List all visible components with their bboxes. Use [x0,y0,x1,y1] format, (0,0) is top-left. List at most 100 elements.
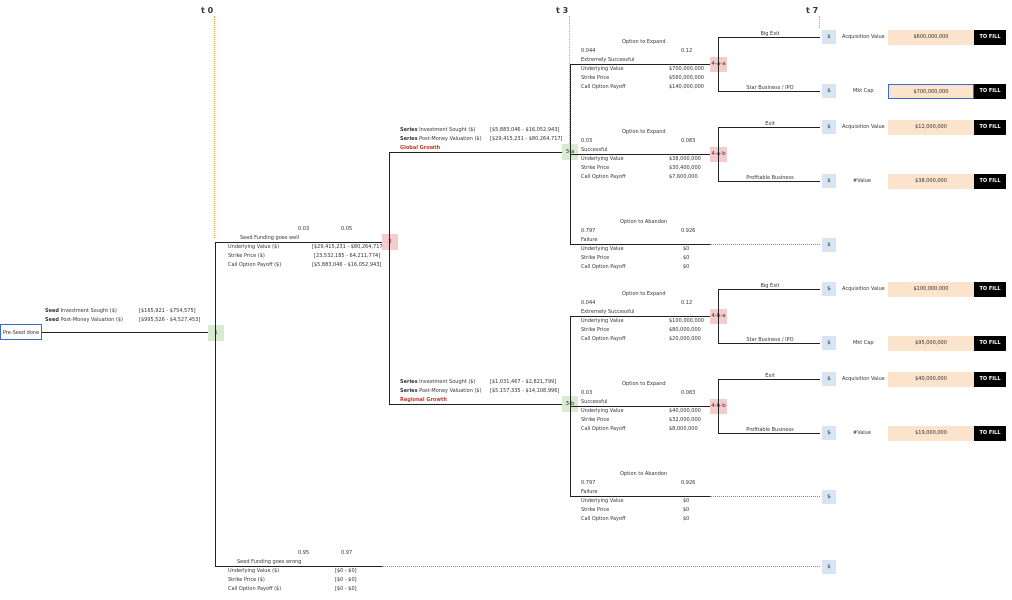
regional-branch-1-r2-value: $80,000,000 [669,327,701,333]
global-branch-3-r3-label: Call Option Payoff [581,264,626,270]
global-branch-2-r3-value: $7,600,000 [669,174,698,180]
regional-branch-2-upper-branch-label: Exit [765,373,775,379]
seed-good-branch-line [215,242,382,243]
regional-branch-3-r2-value: $0 [683,507,690,513]
global-branch-2-lower-line [718,181,820,182]
global-branch-2-upper-terminal[interactable]: $ [822,120,836,134]
global-branch-3-r2-label: Strike Price [581,255,610,261]
global-branch-1-r3-value: $140,000,000 [669,84,704,90]
regional-branch-1-upper-value-label: Acquisition Value [842,286,885,292]
global-branch-1-line [570,64,710,65]
t7-marker-line [819,16,820,28]
header-t7: t 7 [806,6,819,15]
global-branch-3-line [570,244,710,245]
global-branch-2-upper-line [718,127,820,128]
global-branch-1-r2-value: $560,000,000 [669,75,704,81]
regional-branch-1-prob-2: 0.12 [681,300,693,306]
global-branch-1-lower-to-fill[interactable]: TO FILL [974,84,1006,99]
seed-good-prob-2: 0.05 [341,226,353,232]
regional-branch-1-upper-to-fill[interactable]: TO FILL [974,282,1006,297]
regional-branch-2-upper-line [718,379,820,380]
global-branch-3-prob-2: 0.926 [681,228,696,234]
global-branch-2-lower-terminal[interactable]: $ [822,174,836,188]
regional-branch-1-r2-label: Strike Price [581,327,610,333]
global-branch-1-lower-value-label: Mkt Cap [853,88,874,94]
regional-branch-2-option: Option to Expand [622,381,666,387]
global-branch-1-option: Option to Expand [622,39,666,45]
regional-branch-1-upper-branch-label: Big Exit [760,283,780,289]
regional-branch-3-terminal[interactable]: $ [822,490,836,504]
regional-branch-1-lower-line [718,343,820,344]
regional-branch-1-lower-terminal[interactable]: $ [822,336,836,350]
root-node-pre-seed[interactable]: Pre-Seed done [0,324,42,340]
regional-branch-1-upper-value-box[interactable]: $100,000,000 [888,282,974,297]
global-branch-1-lower-line [718,91,820,92]
global-branch-2-lower-value-label: #Value [853,178,871,184]
t0-marker-line [214,16,215,238]
seed-bad-r1-value: [$0 - $0] [335,568,357,574]
global-branch-1-r2-label: Strike Price [581,75,610,81]
regional-branch-2-upper-terminal[interactable]: $ [822,372,836,386]
global-branch-1-prob-2: 0.12 [681,48,693,54]
seed-good-r1-label: Underlying Value ($) [228,244,280,250]
global-branch-2-upper-to-fill[interactable]: TO FILL [974,120,1006,135]
seed-good-r2-label: Strike Price ($) [228,253,265,259]
header-t0: t 0 [201,6,214,15]
regional-branch-1-r1-value: $100,000,000 [669,318,704,324]
regional-branch-3-r3-value: $0 [683,516,690,522]
global-branch-1-r1-label: Underlying Value [581,66,624,72]
header-t3: t 3 [556,6,569,15]
regional-branch-1-upper-terminal[interactable]: $ [822,282,836,296]
global-branch-3-r1-value: $0 [683,246,690,252]
global-branch-3-terminal[interactable]: $ [822,238,836,252]
global-branch-2-title: Successful [581,147,608,153]
regional-branch-3-r1-label: Underlying Value [581,498,624,504]
regional-branch-3-dotted-extension [710,496,820,497]
regional-investment-label: Series Investment Sought ($) [400,379,476,385]
global-branch-1-upper-to-fill[interactable]: TO FILL [974,30,1006,45]
chance-node-2[interactable]: 2 [382,234,398,250]
global-branch-2-upper-value-box[interactable]: $12,000,000 [888,120,974,135]
global-branch-1-lower-terminal[interactable]: $ [822,84,836,98]
regional-branch-1-lower-value-box[interactable]: $95,000,000 [888,336,974,351]
regional-branch-1-line [570,316,710,317]
global-branch-1-lower-value-box[interactable]: $700,000,000 [888,84,974,99]
global-branch-2-lower-value-box[interactable]: $38,000,000 [888,174,974,189]
global-branch-2-prob-2: 0.083 [681,138,696,144]
seed-bad-prob-1: 0.95 [298,550,310,556]
regional-branch-1-lower-to-fill[interactable]: TO FILL [974,336,1006,351]
global-branch-1-lower-branch-label: Star Business / IPO [746,85,794,91]
regional-branch-1-option: Option to Expand [622,291,666,297]
seed-investment-label: Seed Investment Sought ($) [45,308,117,314]
global-branch-1-upper-value-box[interactable]: $600,000,000 [888,30,974,45]
regional-branch-2-lower-terminal[interactable]: $ [822,426,836,440]
global-branch-3-title: Failure [581,237,598,243]
global-branch-2-lower-to-fill[interactable]: TO FILL [974,174,1006,189]
seed-bad-r2-value: [$0 - $0] [335,577,357,583]
global-branch-2-line [570,154,710,155]
decision-node-1[interactable]: 1 [208,325,224,341]
global-branch-2-upper-value-label: Acquisition Value [842,124,885,130]
global-postmoney-label: Series Post-Money Valuation ($) [400,136,482,142]
global-branch-1-upper-terminal[interactable]: $ [822,30,836,44]
seed-postmoney-label: Seed Post-Money Valuation ($) [45,317,123,323]
regional-branch-2-node-vertical [718,379,719,433]
global-branch-3-r1-label: Underlying Value [581,246,624,252]
terminal-seed-bad[interactable]: $ [822,560,836,574]
regional-branch-2-lower-value-label: #Value [853,430,871,436]
regional-branch-2-lower-value-box[interactable]: $19,000,000 [888,426,974,441]
seed-bad-r2-label: Strike Price ($) [228,577,265,583]
regional-branch-2-upper-to-fill[interactable]: TO FILL [974,372,1006,387]
regional-branch-2-r3-value: $8,000,000 [669,426,698,432]
regional-branch-2-upper-value-box[interactable]: $40,000,000 [888,372,974,387]
global-branch-1-upper-branch-label: Big Exit [760,31,780,37]
global-branch-2-node-vertical [718,127,719,181]
regional-branch-2-prob-1: 0.03 [581,390,593,396]
seed-investment-value: [$165,921 - $754,575] [139,308,196,314]
global-postmoney-value: [$29,415,231 - $80,264,717] [490,136,563,142]
regional-branch-2-r2-label: Strike Price [581,417,610,423]
regional-branch-2-lower-to-fill[interactable]: TO FILL [974,426,1006,441]
seed-bad-branch-line [215,566,382,567]
regional-branch-3-prob-2: 0.926 [681,480,696,486]
regional-branch-2-title: Successful [581,399,608,405]
